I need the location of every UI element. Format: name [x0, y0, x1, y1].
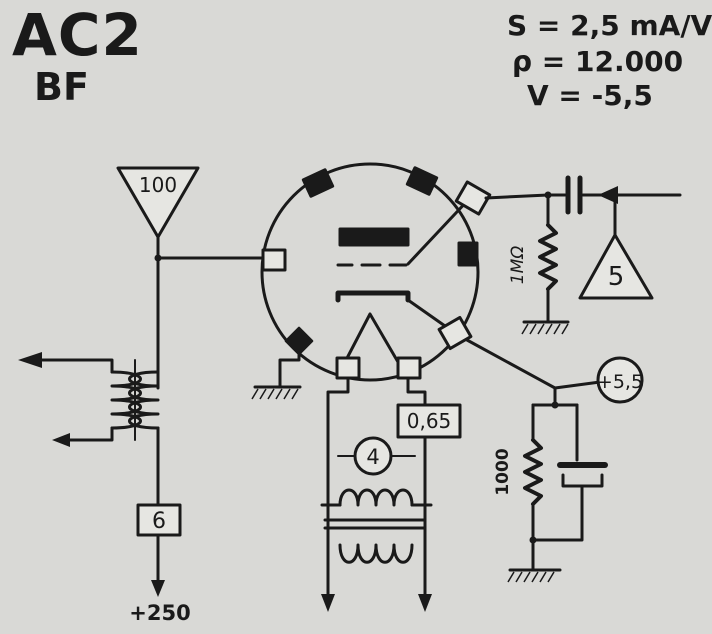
junction-cathode — [551, 401, 559, 409]
bypass-cap-plate-2 — [561, 473, 604, 488]
label-output-ref: 5 — [608, 262, 625, 292]
label-cathode-resistor: 1000 — [493, 448, 513, 495]
transformer-output-lower — [60, 426, 114, 442]
shield-wire — [278, 348, 301, 389]
supply-box — [136, 503, 182, 537]
arrow-output-in — [598, 186, 618, 204]
label-heater-current: 0,65 — [407, 409, 452, 433]
label-supply-voltage: +250 — [129, 601, 190, 625]
cathode-resistor — [523, 438, 543, 506]
transformer-primary-coil — [110, 370, 142, 430]
arrow-output-upper — [18, 352, 42, 368]
junction-output — [611, 191, 619, 199]
param-bias: V = -5,5 — [527, 79, 653, 112]
param-resistance: ρ = 12.000 — [512, 45, 684, 78]
transformer-output-upper — [28, 358, 114, 374]
plate-resistor — [538, 223, 558, 291]
label-plate-resistor: 1MΩ — [508, 246, 528, 284]
tube-anode — [338, 227, 410, 247]
label-supply-box: 6 — [152, 509, 166, 534]
heater-voltage-circle — [353, 436, 393, 476]
tube-function: BF — [34, 65, 89, 109]
pin-blank-3 — [457, 241, 479, 267]
junction-cathode-return — [529, 536, 537, 544]
heater-current-box — [396, 403, 462, 439]
circuit-svg: 100 1MΩ 5 +5,5 0,65 4 1000 6 +250 — [18, 162, 682, 625]
anode-lead — [406, 196, 472, 266]
label-cathode-bias: +5,5 — [597, 371, 643, 393]
tube-name: AC2 — [12, 1, 143, 69]
pin-blank-2 — [405, 166, 439, 196]
label-heater-voltage: 4 — [366, 445, 379, 469]
heater-transformer-primary — [338, 488, 414, 507]
input-triangle — [116, 166, 200, 239]
heater-wire-left — [326, 376, 350, 602]
pin-cathode — [437, 315, 473, 351]
junction-grid — [154, 254, 162, 262]
grid-wire — [156, 235, 265, 260]
arrow-output-lower — [52, 433, 70, 447]
pin-blank-1 — [301, 168, 335, 198]
bias-lead — [553, 380, 602, 390]
heater-transformer-secondary — [338, 543, 414, 564]
pin-anode — [454, 180, 492, 216]
plate-wire — [484, 193, 567, 200]
arrow-heater-right — [418, 594, 432, 612]
output-triangle — [578, 233, 654, 300]
pin-shield — [284, 326, 314, 356]
heater-wire-right — [406, 376, 427, 602]
bypass-cap-bottom — [531, 484, 584, 542]
tube-cathode — [335, 290, 411, 303]
pin-heater-1 — [335, 356, 361, 380]
pin-grid — [261, 248, 287, 272]
tube-heater — [343, 312, 400, 364]
param-slope: S = 2,5 mA/V — [507, 9, 712, 42]
tube-envelope — [260, 162, 480, 382]
pin-heater-2 — [396, 356, 422, 380]
cathode-wire — [465, 338, 557, 407]
label-input-voltage: 100 — [139, 173, 177, 197]
arrow-supply — [151, 580, 165, 597]
bias-circle — [596, 356, 644, 404]
transformer-secondary-coil — [128, 370, 160, 430]
arrow-heater-left — [321, 594, 335, 612]
schematic-diagram: AC2 BF S = 2,5 mA/V ρ = 12.000 V = -5,5 — [12, 1, 712, 625]
junction-plate — [544, 191, 552, 199]
